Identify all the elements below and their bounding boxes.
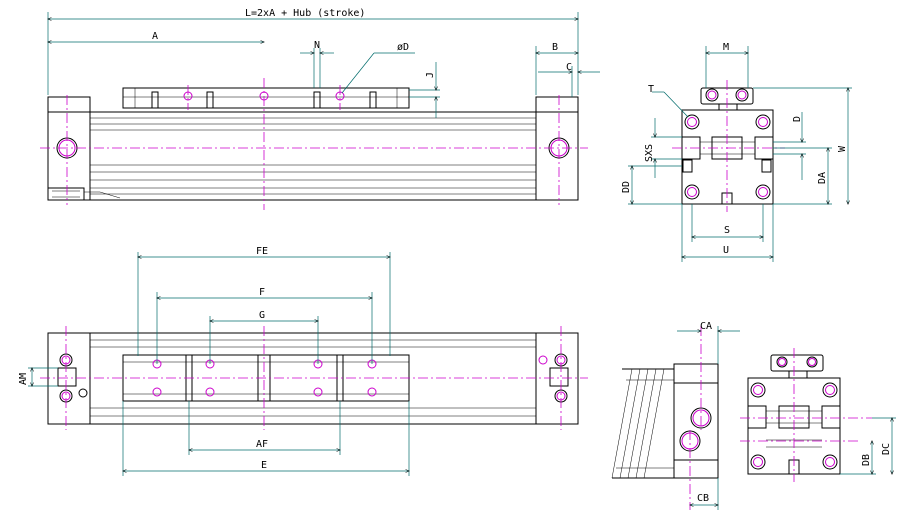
dim-sxs: SXS: [644, 144, 655, 162]
bottom-end-views: CA CB DB DC: [611, 321, 896, 510]
end-view: M T D SXS DD DA W S: [621, 42, 852, 262]
dim-e: E: [261, 460, 267, 471]
dim-m: M: [723, 42, 729, 53]
top-right-cap: [535, 332, 579, 425]
dim-am: AM: [18, 373, 29, 385]
dim-pitch: N: [314, 40, 320, 51]
side-cap: [673, 363, 719, 479]
dim-dc: DC: [881, 443, 892, 455]
front-carriage: [122, 87, 410, 109]
dim-half-length: A: [152, 31, 158, 42]
dim-af: AF: [256, 439, 268, 450]
end-mount-hole: [758, 117, 768, 127]
front-left-cap: [47, 96, 91, 201]
dim-hole-dia: øD: [397, 42, 409, 53]
dim-cb: CB: [697, 493, 709, 504]
dim-u: U: [723, 245, 729, 256]
dim-fe: FE: [256, 246, 268, 257]
front-view: L=2xA + Hub (stroke) A N øD J B C: [40, 8, 600, 210]
end-mount-hole: [687, 187, 697, 197]
dim-g: G: [259, 310, 265, 321]
end-mount-hole: [758, 187, 768, 197]
top-left-cap: [47, 332, 91, 425]
end-mount-hole: [687, 117, 697, 127]
top-view: FE F G AM AF E: [18, 246, 588, 476]
dim-s: S: [724, 225, 730, 236]
dim-end-b: B: [552, 42, 558, 53]
front-right-cap: [535, 96, 579, 201]
dim-clearance-j: J: [425, 72, 436, 78]
front-body: [89, 111, 537, 201]
dim-overall-length: L=2xA + Hub (stroke): [245, 8, 365, 19]
dim-t: T: [648, 84, 654, 95]
dim-f: F: [259, 287, 265, 298]
dim-ca: CA: [700, 321, 712, 332]
dim-w: W: [837, 145, 848, 152]
dim-end-c: C: [566, 62, 572, 73]
front-connector: [47, 187, 85, 201]
dim-da: DA: [817, 172, 828, 184]
dim-dd: DD: [621, 181, 632, 193]
dim-db: DB: [861, 454, 872, 466]
dim-d: D: [792, 116, 803, 122]
